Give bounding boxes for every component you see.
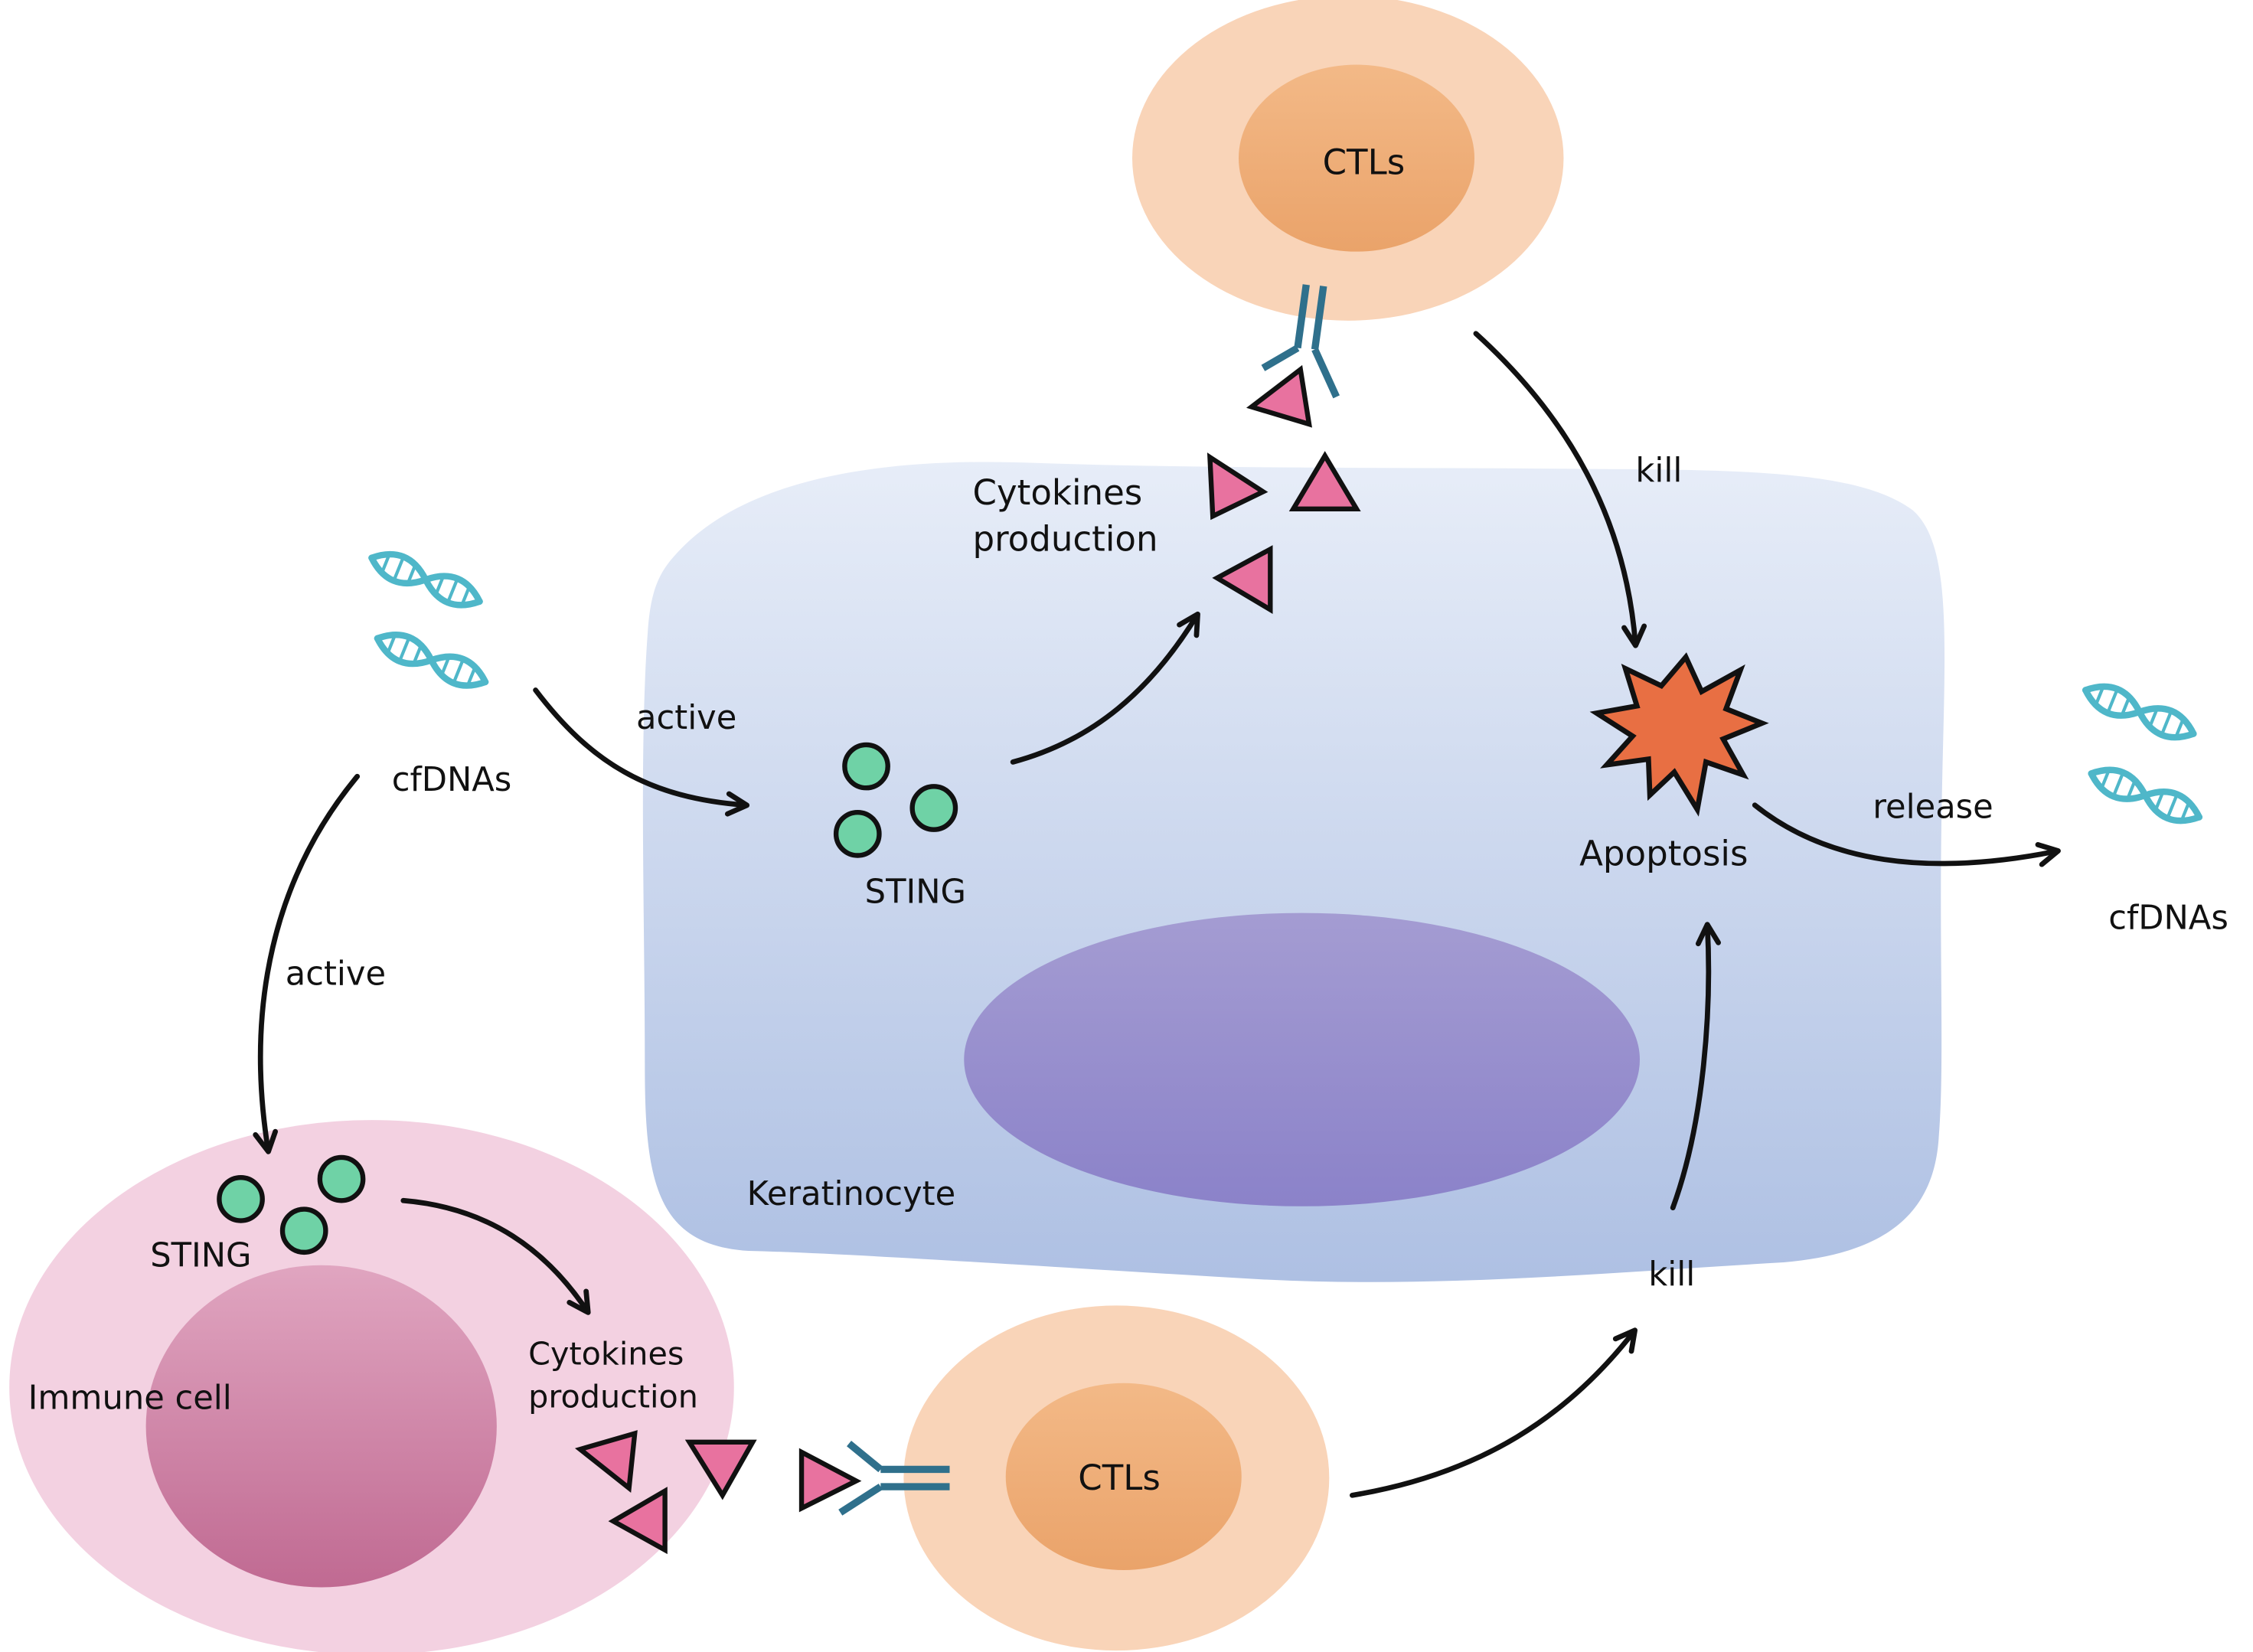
cfdna-right-icon [2081, 678, 2204, 829]
cytokines-top [1206, 364, 1361, 614]
sting-bottom-label: STING [150, 1237, 251, 1275]
sting-top-label: STING [865, 873, 966, 911]
cytokine-triangle [1206, 452, 1269, 521]
immune-cell-label: Immune cell [28, 1379, 232, 1418]
keratinocyte-nucleus [964, 913, 1641, 1206]
arrow-cfdna-to-sting-top [533, 687, 750, 817]
cytokine-triangle [574, 1430, 638, 1494]
arrow-apoptosis-release [1752, 802, 2061, 867]
cfdna-left-icon [367, 546, 490, 694]
apoptosis-burst-icon [1589, 652, 1769, 817]
cytokine-triangle [1288, 451, 1361, 512]
cytokines-top-label-line2: production [973, 518, 1158, 559]
cytokines-bottom [574, 1430, 862, 1555]
cytokine-triangle [608, 1487, 668, 1555]
cytokines-top-label-line1: Cytokines [973, 472, 1143, 513]
keratinocyte-label: Keratinocyte [747, 1175, 956, 1213]
arrow-kill-to-apoptosis [1670, 922, 1721, 1211]
arrow-sting-to-cytokines-top [1010, 611, 1200, 765]
ctl-top-nucleus [1238, 64, 1475, 252]
ctl-top-label: CTLs [1323, 142, 1406, 182]
cfdnas-left-label: cfDNAs [392, 761, 512, 799]
arrow-ctl-top-kill [1473, 331, 1647, 648]
receptor-bottom [838, 1441, 950, 1516]
ctl-bottom-nucleus [1005, 1383, 1242, 1570]
active-left-label: active [286, 955, 386, 994]
arrow-ctl-bottom-kill [1349, 1327, 1638, 1498]
release-label: release [1873, 788, 1993, 827]
cytokine-triangle [798, 1448, 862, 1513]
immune-cell-nucleus [145, 1265, 497, 1588]
sting-bottom-dots [217, 1154, 366, 1255]
receptor-top [1261, 284, 1340, 399]
cytokines-bottom-label-line1: Cytokines [528, 1335, 684, 1372]
arrow-cfdna-to-immune-cell [253, 773, 361, 1154]
kill-bottom-label: kill [1648, 1255, 1695, 1294]
cytokine-triangle [684, 1439, 757, 1500]
cytokines-bottom-label-line2: production [528, 1379, 698, 1415]
apoptosis-label: Apoptosis [1579, 834, 1748, 874]
kill-top-label: kill [1635, 452, 1682, 490]
ctl-bottom-label: CTLs [1078, 1458, 1161, 1498]
active-top-label: active [636, 699, 736, 737]
arrow-sting-to-cytokines-bottom [400, 1197, 591, 1315]
cytokine-triangle [1246, 364, 1312, 428]
cytokine-triangle [1212, 545, 1273, 614]
sting-top-dots [833, 742, 958, 858]
cfdnas-right-label: cfDNAs [2108, 899, 2229, 937]
